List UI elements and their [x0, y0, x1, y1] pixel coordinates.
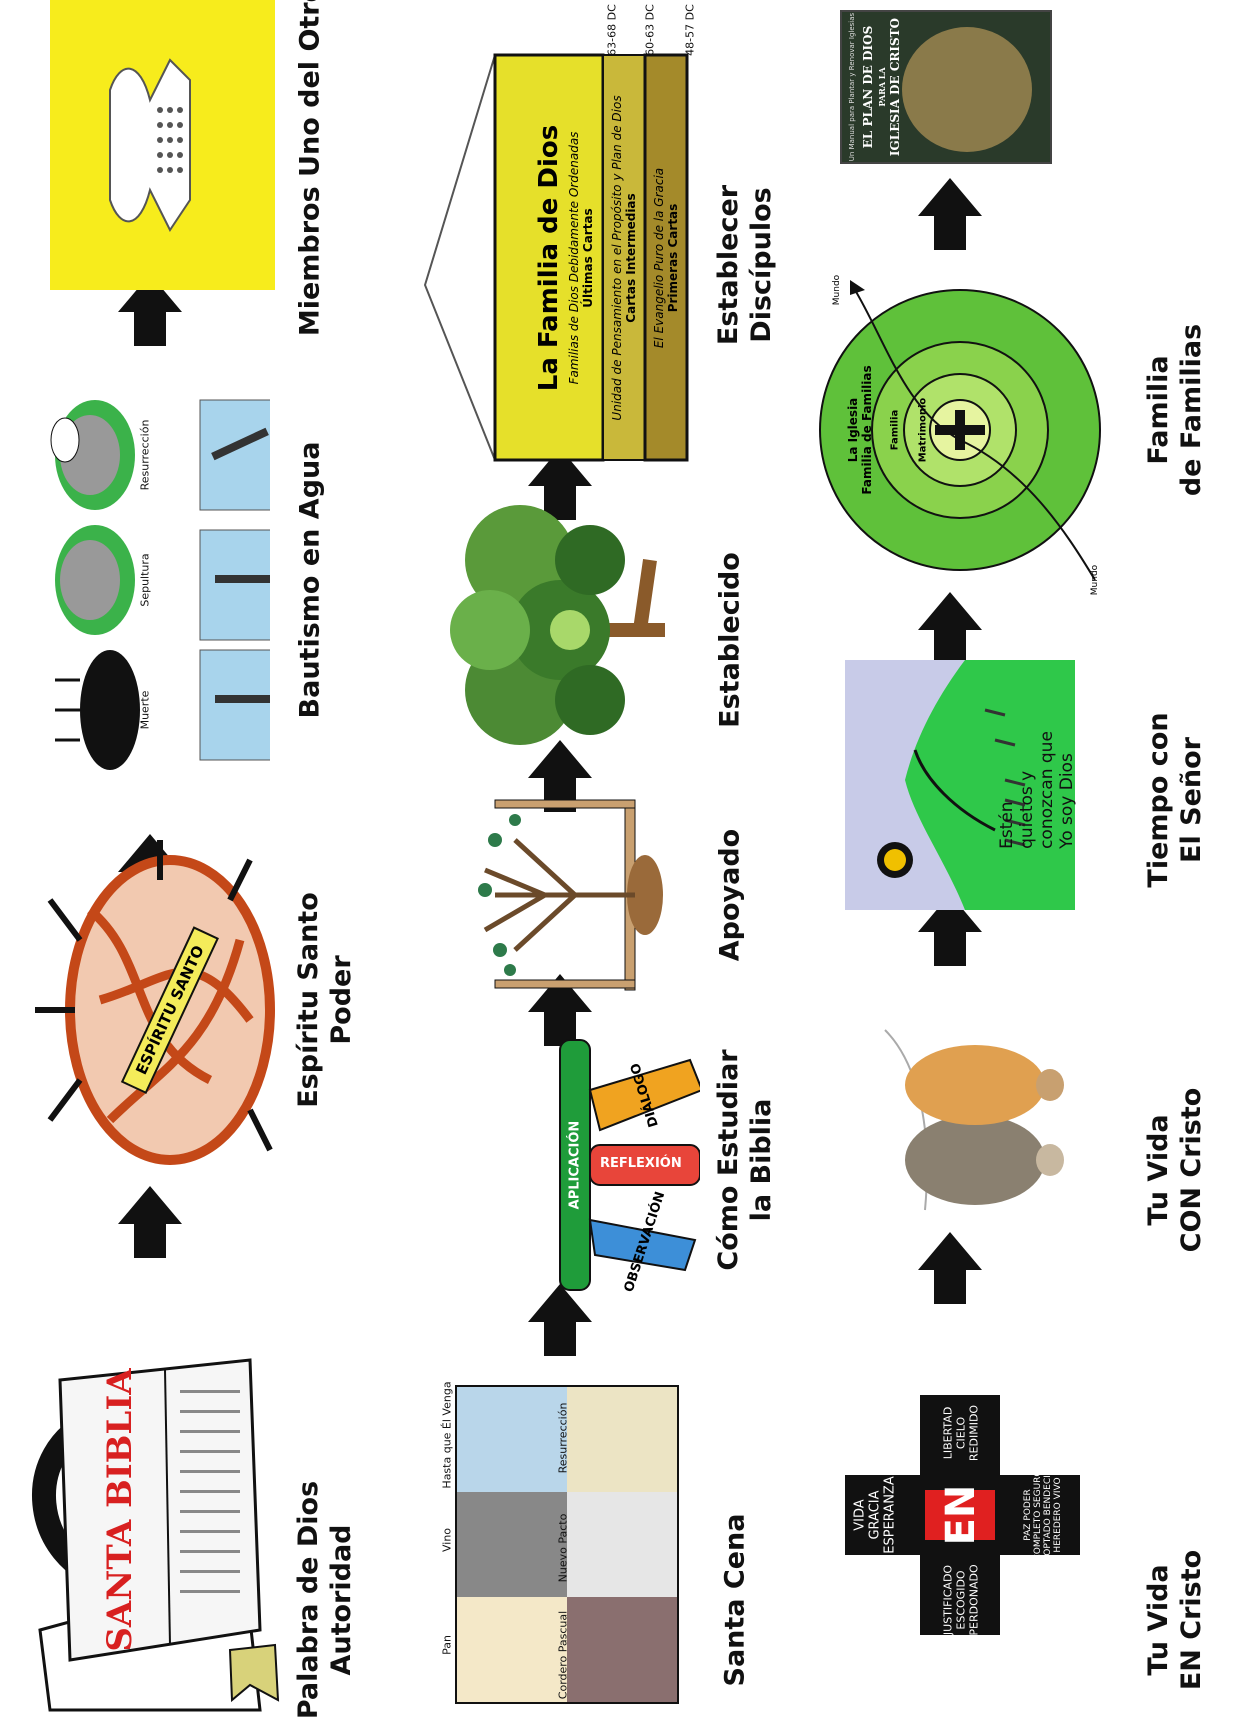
arrow-up: [118, 1186, 182, 1258]
baptism-label-burial: Sepultura: [138, 553, 152, 607]
baptism-label-death: Muerte: [138, 690, 152, 730]
supper-panel-coming: [457, 1387, 569, 1494]
caption-supported: Apoyado: [714, 828, 746, 962]
cross-center-word: EN: [938, 1484, 984, 1546]
circle-marriage: Matrimonio: [917, 397, 929, 463]
bible-study-diagram: APLICACIÓN OBSERVACIÓN REFLEXIÓN DIÁLOGO: [440, 1020, 704, 1310]
supper-panel-lamb: [567, 1597, 677, 1702]
house-title: La Familia de Dios: [534, 124, 564, 392]
caption-lords-supper: Santa Cena: [719, 1513, 751, 1687]
house-floor-middle: Unidad de Pensamiento en el Propósito y …: [610, 95, 638, 421]
book-top-line: Un Manual para Plantar y Renovar Iglesia…: [848, 12, 856, 162]
date-middle: 60-63 DC: [643, 4, 657, 56]
supper-label-until: Hasta que Él Venga: [440, 1381, 454, 1489]
cross-right: PAZ PODER COMPLETO SEGURO ADOPTADO BENDE…: [1023, 1461, 1063, 1569]
supper-panel-bread: [457, 1597, 569, 1702]
globe-image: [902, 27, 1032, 152]
walking-with-christ-illustration: [845, 1010, 1075, 1230]
supper-panel-tomb: [567, 1387, 677, 1494]
bible-illustration: SANTA BIBLIA: [0, 1300, 290, 1715]
family-of-god-house: La Familia de Dios Familias de Dios Debi…: [420, 50, 690, 470]
arrow-up: [918, 1232, 982, 1304]
circle-family: Familia: [889, 409, 901, 451]
holy-spirit-fire-illustration: ESPÍRITU SANTO: [10, 820, 300, 1180]
caption-baptism: Bautismo en Agua: [294, 441, 326, 719]
date-base: 48-57 DC: [683, 4, 697, 56]
supper-label-wine: Vino: [440, 1527, 454, 1553]
study-application: APLICACIÓN: [567, 1120, 583, 1210]
members-body-illustration: [50, 0, 275, 290]
supper-label-bread: Pan: [440, 1635, 454, 1655]
world-in-label: Mundo: [1090, 564, 1100, 596]
world-out-label: Mundo: [832, 274, 842, 306]
study-reflection: REFLEXIÓN: [600, 1156, 682, 1171]
supper-label-lamb: Cordero Pascual: [556, 1610, 570, 1700]
established-tree-illustration: [450, 500, 680, 760]
book-cover: Un Manual para Plantar y Renovar Iglesia…: [840, 10, 1052, 164]
supper-label-resurrection: Resurrección: [556, 1402, 570, 1474]
supper-panel-wine: [457, 1492, 569, 1599]
caption-established: Establecido: [714, 552, 746, 728]
caption-members: Miembros Uno del Otro: [294, 0, 326, 337]
supper-panel-cross: [567, 1492, 677, 1599]
baptism-illustration: Muerte Sepultura Resurrección: [40, 380, 281, 780]
supported-tree-illustration: [455, 780, 675, 1010]
supper-label-covenant: Nuevo Pacto: [556, 1513, 570, 1583]
lords-supper-grid: [455, 1385, 679, 1704]
date-top: 63-68 DC: [605, 4, 619, 56]
baptism-label-resurrection: Resurrección: [138, 419, 152, 491]
arrow-up: [918, 178, 982, 250]
bible-cover-title: SANTA BIBLIA: [100, 1368, 140, 1652]
